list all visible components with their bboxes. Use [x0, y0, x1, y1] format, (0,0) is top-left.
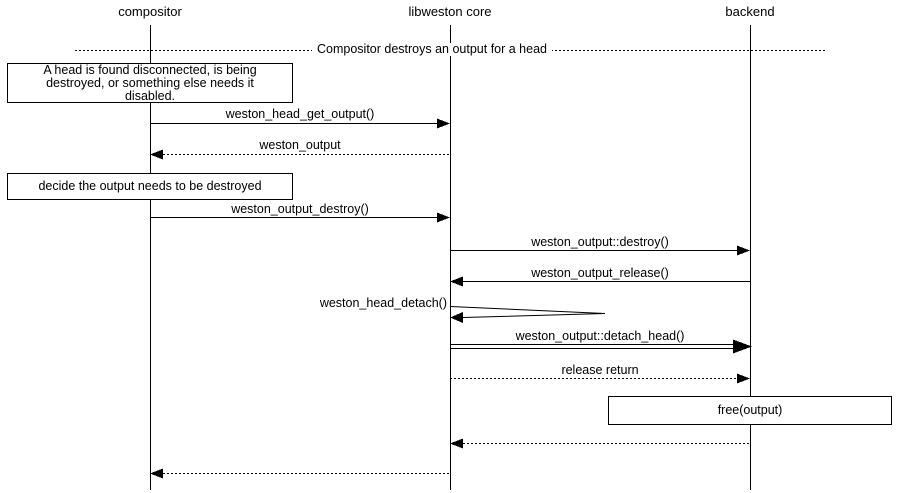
arrowhead-release-return	[737, 373, 750, 384]
message-label-head-get-output: weston_head_get_output()	[225, 107, 375, 121]
message-label-weston-output-return: weston_output	[259, 138, 341, 152]
note-line: decide the output needs to be destroyed	[38, 179, 262, 193]
arrowhead-output-destroy	[437, 212, 450, 223]
arrowhead-head-get-output	[437, 118, 450, 129]
note-box-head-disconnected: A head is found disconnected, is being d…	[7, 63, 293, 103]
message-label-head-detach: weston_head_detach()	[319, 296, 447, 310]
arrowhead-output-release	[450, 276, 463, 287]
arrowhead-backend-destroy	[737, 245, 750, 256]
arrowhead-head-detach	[450, 312, 463, 323]
note-line: free(output)	[717, 403, 783, 417]
message-label-release-return: release return	[561, 363, 639, 377]
participant-label-libweston-core: libweston core	[408, 4, 492, 19]
arrowhead-backend-return	[450, 438, 463, 449]
participant-label-compositor: compositor	[118, 4, 182, 19]
note-line: disabled.	[124, 88, 176, 103]
arrow-head-detach-self-loop	[449, 306, 606, 318]
message-label-output-release: weston_output_release()	[531, 266, 669, 280]
message-label-output-destroy: weston_output_destroy()	[231, 202, 369, 216]
note-line: destroyed, or something else needs it	[46, 75, 254, 90]
note-line: A head is found disconnected, is being	[43, 62, 257, 77]
participant-label-backend: backend	[725, 4, 775, 19]
divider-label: Compositor destroys an output for a head	[312, 43, 552, 56]
note-box-free-output: free(output)	[608, 396, 892, 425]
arrowhead-weston-output-return	[150, 149, 163, 160]
message-label-detach-head: weston_output::detach_head()	[515, 329, 685, 343]
note-box-decide-destroy: decide the output needs to be destroyed	[7, 173, 293, 200]
message-label-backend-destroy: weston_output::destroy()	[531, 235, 669, 249]
arrowhead-detach-head	[733, 339, 752, 354]
arrowhead-libweston-return	[150, 468, 163, 479]
